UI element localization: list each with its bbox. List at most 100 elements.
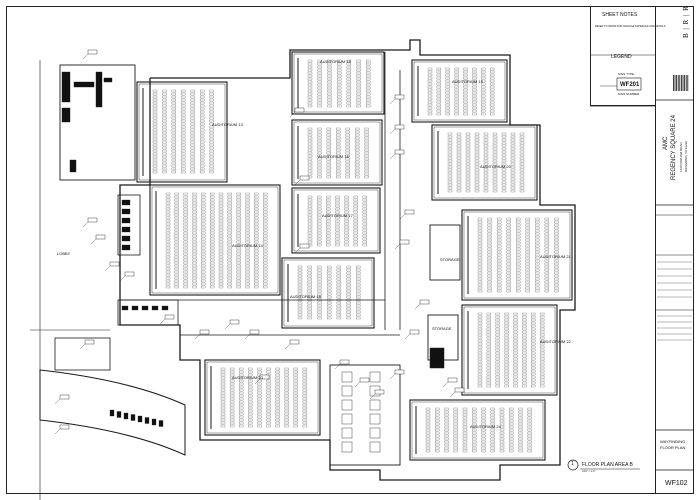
- seat: [477, 321, 483, 325]
- seat: [190, 170, 195, 174]
- seat: [227, 285, 232, 289]
- seat: [171, 143, 177, 147]
- seat: [481, 112, 486, 116]
- seat: [326, 280, 332, 284]
- ticket-station: [121, 305, 129, 311]
- seat: [504, 369, 509, 373]
- seat: [254, 216, 259, 220]
- seat: [516, 289, 521, 293]
- seat: [307, 160, 313, 164]
- seat: [436, 109, 442, 113]
- seat: [190, 155, 195, 159]
- seat: [554, 250, 559, 254]
- seat: [257, 415, 262, 419]
- seat: [336, 130, 341, 134]
- seat: [210, 237, 215, 241]
- seat: [326, 304, 332, 308]
- seat: [327, 74, 332, 78]
- room-label-auditorium: AUDITORIUM 14: [232, 243, 263, 248]
- seat: [201, 240, 206, 244]
- seat: [165, 219, 171, 223]
- sign-leader: [294, 247, 301, 254]
- seat: [227, 249, 232, 253]
- seat: [245, 285, 250, 289]
- seat: [496, 274, 502, 278]
- seat: [336, 77, 342, 81]
- seat: [477, 318, 483, 322]
- seat: [236, 255, 241, 259]
- seat: [525, 223, 530, 227]
- seat: [445, 91, 450, 95]
- seat: [248, 403, 253, 407]
- seat: [496, 226, 502, 230]
- seat: [477, 286, 483, 290]
- seat: [245, 192, 250, 196]
- seat: [522, 324, 527, 328]
- seat: [346, 286, 351, 290]
- seat: [354, 160, 360, 164]
- seat: [317, 80, 322, 84]
- seat: [483, 147, 489, 151]
- seat: [518, 407, 523, 411]
- seat: [462, 425, 468, 429]
- seat: [344, 210, 349, 214]
- seat: [483, 144, 489, 148]
- seat: [527, 416, 532, 420]
- seat: [307, 310, 312, 314]
- seat: [535, 241, 540, 245]
- seat: [487, 235, 492, 239]
- seat: [525, 232, 530, 236]
- seat: [353, 240, 358, 244]
- seat: [435, 407, 440, 411]
- seat: [539, 336, 545, 340]
- seat: [364, 166, 369, 170]
- seat: [218, 246, 224, 250]
- seat: [174, 240, 179, 244]
- seat: [462, 440, 468, 444]
- seat: [353, 228, 358, 232]
- seat: [504, 321, 509, 325]
- seat: [171, 110, 177, 114]
- seat: [353, 213, 358, 217]
- seat: [336, 148, 341, 152]
- seat: [535, 232, 540, 236]
- seat: [445, 67, 450, 71]
- kiosk: [158, 420, 164, 427]
- seat: [346, 98, 352, 102]
- seat: [254, 264, 259, 268]
- seat: [344, 204, 349, 208]
- seat: [201, 234, 206, 238]
- seat: [336, 271, 342, 275]
- seat: [499, 410, 505, 414]
- seat: [326, 283, 332, 287]
- seat: [192, 276, 197, 280]
- seat: [527, 440, 532, 444]
- seat: [535, 235, 540, 239]
- seat: [335, 216, 340, 220]
- seat: [345, 160, 350, 164]
- seat: [275, 403, 280, 407]
- seat: [346, 265, 351, 269]
- seat: [366, 101, 371, 105]
- seat: [165, 276, 171, 280]
- seat: [317, 71, 322, 75]
- seat: [239, 370, 244, 374]
- seat: [210, 261, 215, 265]
- seat: [522, 330, 527, 334]
- seat: [513, 375, 518, 379]
- sign-leader: [82, 53, 89, 60]
- seat: [344, 234, 349, 238]
- seat: [220, 373, 226, 377]
- seat: [181, 89, 186, 93]
- seat: [236, 207, 241, 211]
- seat: [210, 285, 215, 289]
- ticket-station: [151, 305, 159, 311]
- seat: [345, 163, 350, 167]
- seat: [263, 213, 268, 217]
- seat: [477, 372, 483, 376]
- seat: [152, 98, 158, 102]
- seat: [335, 207, 340, 211]
- seat: [275, 373, 280, 377]
- seat: [245, 249, 250, 253]
- sign-leader: [90, 238, 97, 245]
